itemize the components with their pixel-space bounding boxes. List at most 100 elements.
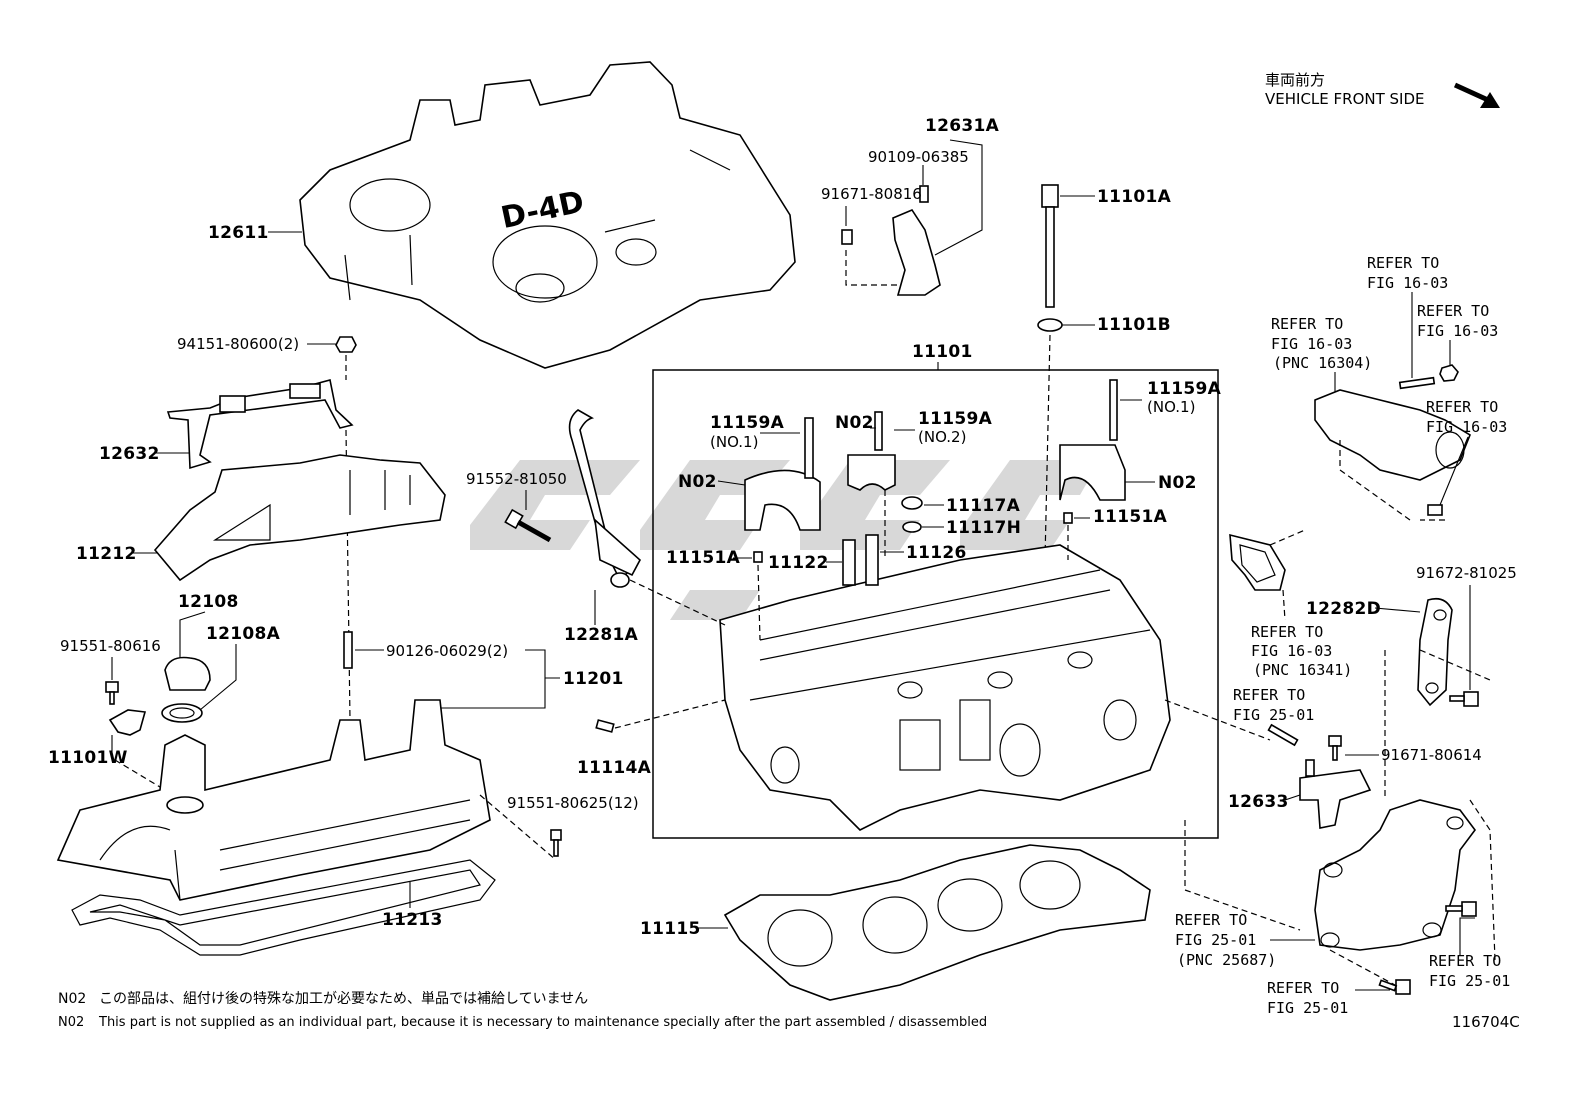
cover-11212 <box>153 454 446 582</box>
label-n02-middle: N02 <box>835 413 874 433</box>
svg-text:FIG 25-01: FIG 25-01 <box>1429 972 1510 990</box>
refer-note-7: REFER TO FIG 25-01 (PNC 25687) <box>1175 911 1276 969</box>
label-91671-80816: 91671-80816 <box>821 185 922 203</box>
label-90109-06385: 90109-06385 <box>868 148 969 166</box>
front-arrow-icon <box>1453 82 1500 108</box>
label-11151a-right: 11151A <box>1093 507 1168 527</box>
oil-filler-cap <box>161 656 211 723</box>
front-label-jp: 車両前方 <box>1265 71 1325 89</box>
svg-text:REFER TO: REFER TO <box>1417 302 1489 320</box>
head-bolt-11101a <box>1037 184 1063 332</box>
bolt-91672 <box>1449 691 1479 707</box>
svg-text:FIG 16-03: FIG 16-03 <box>1251 642 1332 660</box>
label-12108: 12108 <box>178 592 239 612</box>
svg-text:REFER TO: REFER TO <box>1233 686 1305 704</box>
cam-cap-left <box>744 417 821 531</box>
label-n02-right: N02 <box>1158 473 1197 493</box>
tube-12281a <box>568 409 642 588</box>
label-91551-80616: 91551-80616 <box>60 637 161 655</box>
svg-text:REFER TO: REFER TO <box>1271 315 1343 333</box>
label-12108a: 12108A <box>206 624 281 644</box>
label-11213: 11213 <box>382 910 443 930</box>
camshaft-housing <box>56 699 491 901</box>
label-11117a: 11117A <box>946 496 1021 516</box>
hanger-12282d <box>1417 597 1453 707</box>
refer-note-2: REFER TO FIG 16-03 (PNC 16304) <box>1271 315 1372 372</box>
cylinder-head <box>719 544 1171 831</box>
label-11151a-left: 11151A <box>666 548 741 568</box>
svg-text:(PNC 16341): (PNC 16341) <box>1253 661 1352 679</box>
cam-cap-right <box>1059 379 1126 501</box>
guides-11122-11126 <box>753 512 1073 586</box>
gasket-11213 <box>71 859 496 956</box>
label-11159a-left: 11159A <box>710 413 785 433</box>
label-11101b: 11101B <box>1097 315 1171 335</box>
refer-note-6: REFER TO FIG 25-01 <box>1233 686 1314 724</box>
bolt-91551-80625 <box>550 829 562 857</box>
label-12631a: 12631A <box>925 116 1000 136</box>
refer-note-9: REFER TO FIG 25-01 <box>1267 979 1348 1017</box>
footnote-en-text: This part is not supplied as an individu… <box>98 1015 987 1030</box>
svg-text:FIG 25-01: FIG 25-01 <box>1233 706 1314 724</box>
cylinder-head-group-box <box>652 369 1219 839</box>
head-gasket-11115 <box>723 844 1151 1001</box>
engine-mount-bracket <box>1314 799 1476 951</box>
svg-text:REFER TO: REFER TO <box>1426 398 1498 416</box>
bracket-12632 <box>166 379 354 470</box>
svg-text:REFER TO: REFER TO <box>1429 952 1501 970</box>
label-12281a: 12281A <box>564 625 639 645</box>
stud-90126 <box>343 631 353 669</box>
svg-text:FIG 16-03: FIG 16-03 <box>1367 274 1448 292</box>
label-11159a-right: 11159A <box>1147 379 1222 399</box>
label-11159a-middle: 11159A <box>918 409 993 429</box>
label-91671-80614: 91671-80614 <box>1381 746 1482 764</box>
bolt-mount-bottom <box>1378 979 1411 995</box>
label-90126-06029: 90126-06029(2) <box>386 642 508 660</box>
label-11117h: 11117H <box>946 518 1021 538</box>
label-11101: 11101 <box>912 342 973 362</box>
label-11201: 11201 <box>563 669 624 689</box>
label-11122: 11122 <box>768 553 829 573</box>
svg-text:FIG 16-03: FIG 16-03 <box>1417 322 1498 340</box>
label-12632: 12632 <box>99 444 160 464</box>
svg-text:REFER TO: REFER TO <box>1251 623 1323 641</box>
plug-11117a <box>901 496 923 533</box>
stud-fig25 <box>1267 723 1299 747</box>
refer-note-8: REFER TO FIG 25-01 <box>1429 952 1510 990</box>
label-12282d: 12282D <box>1306 599 1381 619</box>
engine-cover: D-4D <box>299 61 796 369</box>
svg-text:REFER TO: REFER TO <box>1175 911 1247 929</box>
label-91672-81025: 91672-81025 <box>1416 564 1517 582</box>
footnote-en-code: N02 <box>58 1015 84 1030</box>
label-11159a-middle-sub: (NO.2) <box>918 428 966 446</box>
label-11115: 11115 <box>640 919 701 939</box>
bolt-mount-right <box>1445 901 1477 917</box>
bolt-91552 <box>504 508 552 543</box>
bracket-12633 <box>1299 759 1372 829</box>
label-91552-81050: 91552-81050 <box>466 470 567 488</box>
footnote-jp-text: この部品は、組付け後の特殊な加工が必要なため、単品では補給していません <box>99 991 588 1007</box>
svg-text:(PNC 16304): (PNC 16304) <box>1273 354 1372 372</box>
svg-text:FIG 25-01: FIG 25-01 <box>1267 999 1348 1017</box>
label-11114a: 11114A <box>577 758 652 778</box>
label-12633: 12633 <box>1228 792 1289 812</box>
svg-text:(PNC 25687): (PNC 25687) <box>1177 951 1276 969</box>
refer-note-1: REFER TO FIG 16-03 <box>1367 254 1448 292</box>
water-gasket <box>1229 533 1286 591</box>
diagram-id: 116704C <box>1452 1013 1520 1031</box>
svg-text:FIG 25-01: FIG 25-01 <box>1175 931 1256 949</box>
refer-note-3: REFER TO FIG 16-03 <box>1417 302 1498 340</box>
label-94151-80600: 94151-80600(2) <box>177 335 299 353</box>
bolt-91551-80616 <box>105 681 119 705</box>
refer-note-5: REFER TO FIG 16-03 (PNC 16341) <box>1251 623 1352 679</box>
label-12611: 12611 <box>208 223 269 243</box>
label-11101w: 11101W <box>48 748 128 768</box>
svg-text:REFER TO: REFER TO <box>1267 979 1339 997</box>
nut-94151 <box>335 336 357 353</box>
front-label-en: VEHICLE FRONT SIDE <box>1265 90 1425 108</box>
sensor-11101w <box>108 709 147 736</box>
label-11126: 11126 <box>906 543 967 563</box>
refer-note-4: REFER TO FIG 16-03 <box>1426 398 1507 436</box>
pin-11114a <box>595 719 615 733</box>
svg-text:FIG 16-03: FIG 16-03 <box>1426 418 1507 436</box>
